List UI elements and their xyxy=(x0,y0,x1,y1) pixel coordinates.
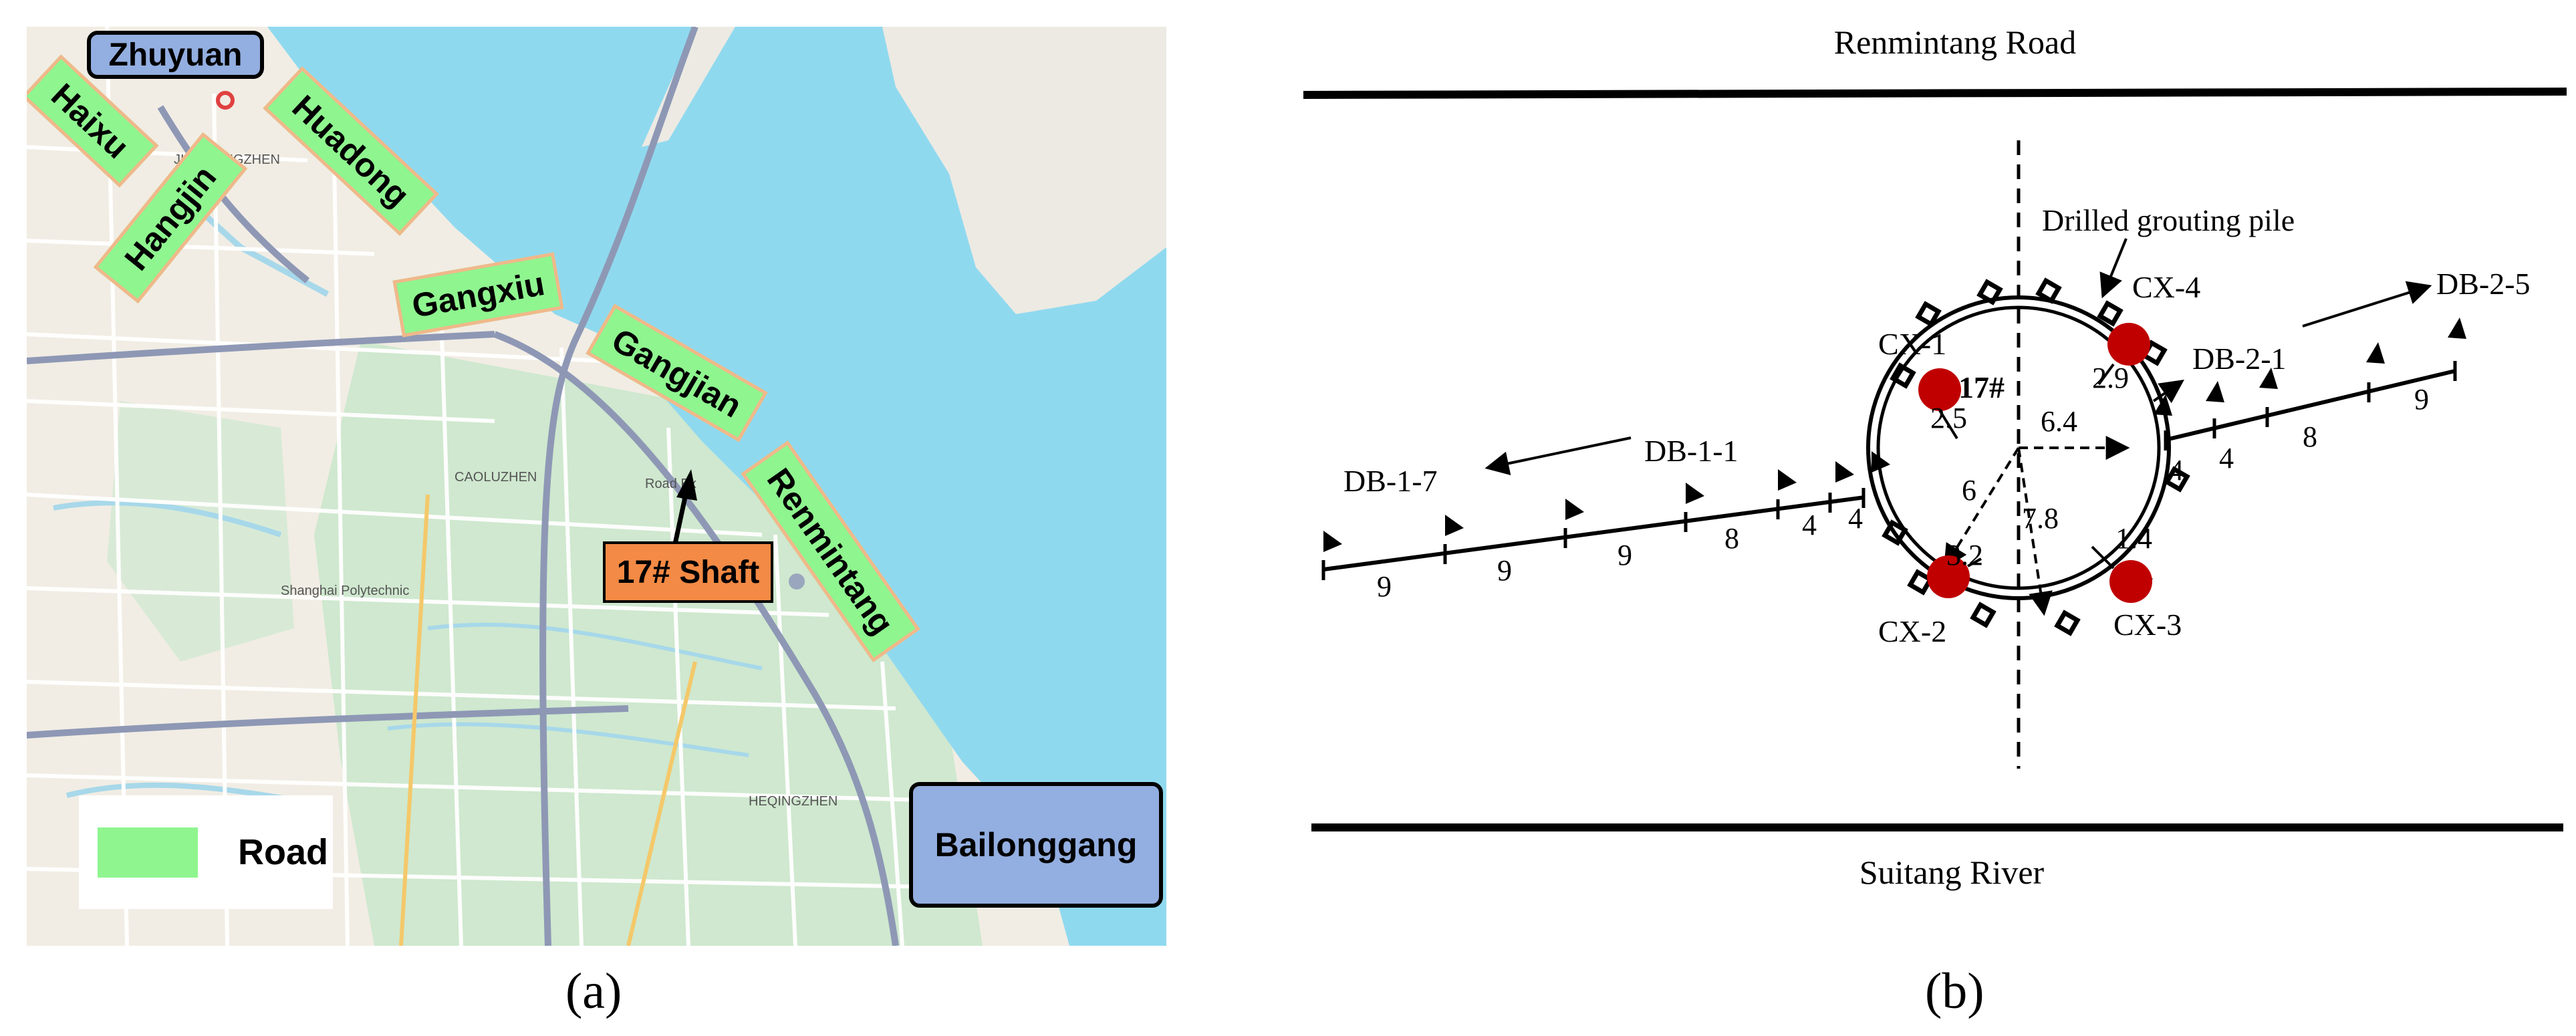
spacing-label: 8 xyxy=(1724,522,1739,555)
place-label-zhuyuan: Zhuyuan xyxy=(87,31,264,79)
shaft-label: 17# xyxy=(1958,370,2005,404)
line-label: DB-2-1 xyxy=(2192,342,2287,376)
spacing-label: 9 xyxy=(2414,383,2429,416)
map-background: JIAODONGZHEN CAOLUZHEN HEQINGZHEN Shangh… xyxy=(27,27,1166,946)
monitor-point-cx-3-top xyxy=(2107,323,2150,366)
map-legend: Road xyxy=(79,795,333,909)
place-label-bailonggang: Bailonggang xyxy=(909,782,1163,908)
line-label: DB-1-1 xyxy=(1644,434,1738,468)
spacing-label: 4 xyxy=(1802,509,1817,541)
monitor-label: CX-2 xyxy=(1878,614,1946,648)
map-pin-icon xyxy=(216,91,235,110)
town-label: HEQINGZHEN xyxy=(749,794,838,809)
shaft-label: 17# Shaft xyxy=(603,541,773,603)
spacing-label: 4 xyxy=(2169,454,2184,487)
spacing-label: 9 xyxy=(1377,570,1392,603)
offset-line xyxy=(1967,557,1982,567)
map-panel: JIAODONGZHEN CAOLUZHEN HEQINGZHEN Shangh… xyxy=(27,27,1166,946)
settlement-points-right xyxy=(2154,317,2466,416)
radius-label: 6 xyxy=(1962,474,1976,507)
monitor-label: CX-3 xyxy=(2113,608,2182,642)
monitor-point-cx-1 xyxy=(1918,368,1961,411)
spacing-label: 8 xyxy=(2303,420,2317,453)
town-label: CAOLUZHEN xyxy=(455,470,537,485)
caption-a: (a) xyxy=(565,963,622,1019)
offset-arrow xyxy=(2152,379,2184,404)
radius-label: 7.8 xyxy=(2022,502,2059,535)
offset-label: 2.9 xyxy=(2092,362,2129,394)
monitor-label: CX-1 xyxy=(1878,327,1946,361)
line-label: DB-2-5 xyxy=(2436,267,2531,301)
legend-label: Road xyxy=(238,832,328,872)
direction-arrow xyxy=(1485,436,1632,475)
settlement-points-left xyxy=(1323,451,1890,552)
map-pin-icon xyxy=(789,573,805,590)
legend-swatch xyxy=(98,827,198,878)
direction-arrow xyxy=(2302,281,2432,328)
spacing-label: 4 xyxy=(2219,442,2234,475)
road-line xyxy=(1303,88,2567,99)
radius-arrow xyxy=(1944,446,2020,569)
offset-label: 2.5 xyxy=(1930,402,1967,434)
line-label: DB-1-7 xyxy=(1343,464,1438,498)
monitor-point-cx-4-bottom xyxy=(2109,560,2152,603)
spacing-label: 9 xyxy=(1618,539,1632,571)
shaft-inner-ring xyxy=(1876,305,2161,590)
pile-pointer xyxy=(2099,238,2128,299)
radius-label: 6.4 xyxy=(2041,405,2077,438)
offset-label: 1.4 xyxy=(2115,522,2152,555)
survey-line-left xyxy=(1323,495,1865,571)
offset-label: 3.2 xyxy=(1946,539,1983,571)
spacing-label: 9 xyxy=(1497,554,1512,587)
monitor-point-cx-2 xyxy=(1927,555,1970,598)
monitoring-layout-diagram: Renmintang Road Suitang River 17# 6.4 6 … xyxy=(1303,23,2567,891)
radius-arrow xyxy=(2017,447,2053,616)
offset-line xyxy=(2091,545,2115,569)
monitor-label: CX-4 xyxy=(2132,270,2200,304)
spacing-label: 4 xyxy=(1848,502,1863,535)
road-label: Renmintang Road xyxy=(1834,23,2076,61)
offset-line xyxy=(1938,409,1958,440)
pile-label: Drilled grouting pile xyxy=(2042,203,2295,237)
river-label: Suitang River xyxy=(1859,854,2045,891)
shaft-outer-ring xyxy=(1866,295,2171,600)
town-label: Shanghai Polytechnic xyxy=(281,584,409,598)
caption-b: (b) xyxy=(1925,963,1984,1019)
offset-line xyxy=(2097,363,2115,386)
